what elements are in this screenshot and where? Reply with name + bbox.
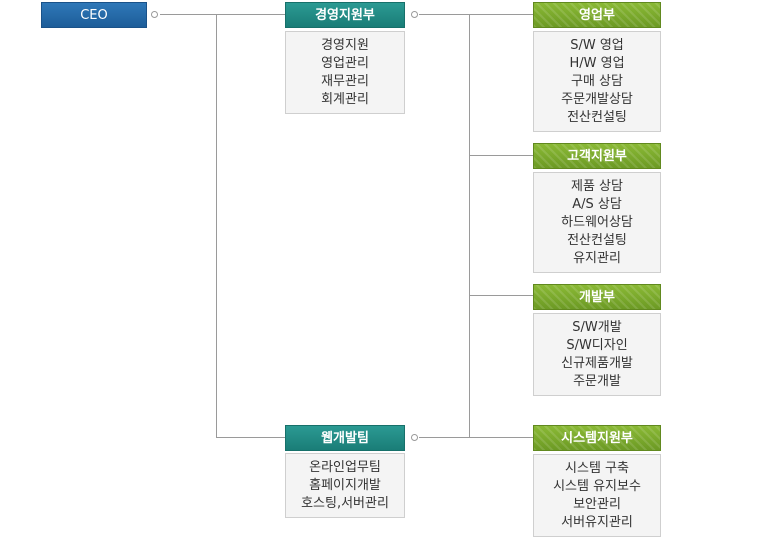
duty-item: 유지관리 [573, 251, 621, 266]
duty-item: 하드웨어상담 [561, 215, 633, 230]
duty-item: 구매 상담 [571, 74, 623, 89]
duty-item: 전산컨설팅 [567, 110, 627, 125]
system-dept-header[interactable]: 시스템지원부 [533, 425, 661, 451]
duty-item: S/W 영업 [570, 38, 624, 53]
ceo-node[interactable]: CEO [41, 2, 147, 28]
management-dept-title: 경영지원부 [315, 8, 375, 23]
sales-dept-header[interactable]: 영업부 [533, 2, 661, 28]
duty-item: 보안관리 [573, 497, 621, 512]
duty-item: 영업관리 [321, 56, 369, 71]
system-dept-title: 시스템지원부 [561, 431, 633, 446]
duty-item: 전산컨설팅 [567, 233, 627, 248]
dev-dept-header[interactable]: 개발부 [533, 284, 661, 310]
duty-item: S/W개발 [572, 320, 622, 335]
ceo-connector [151, 11, 158, 18]
support-dept-title: 고객지원부 [567, 149, 627, 164]
system-dept-duties: 시스템 구축 시스템 유지보수 보안관리 서버유지관리 [533, 454, 661, 537]
support-dept-header[interactable]: 고객지원부 [533, 143, 661, 169]
duty-item: 주문개발상담 [561, 92, 633, 107]
duty-item: 주문개발 [573, 374, 621, 389]
duty-item: 재무관리 [321, 74, 369, 89]
duty-item: 홈페이지개발 [309, 478, 381, 493]
dev-dept-duties: S/W개발 S/W디자인 신규제품개발 주문개발 [533, 313, 661, 396]
duty-item: 시스템 유지보수 [553, 479, 641, 494]
duty-item: 호스팅,서버관리 [301, 496, 389, 511]
duty-item: 제품 상담 [571, 179, 623, 194]
duty-item: A/S 상담 [572, 197, 622, 212]
management-connector [411, 11, 418, 18]
duty-item: 신규제품개발 [561, 356, 633, 371]
web-team-connector [411, 434, 418, 441]
duty-item: 경영지원 [321, 38, 369, 53]
web-team-title: 웹개발팀 [321, 431, 369, 446]
web-team-duties: 온라인업무팀 홈페이지개발 호스팅,서버관리 [285, 453, 405, 518]
duty-item: 회계관리 [321, 92, 369, 107]
support-dept-duties: 제품 상담 A/S 상담 하드웨어상담 전산컨설팅 유지관리 [533, 172, 661, 273]
ceo-label: CEO [80, 8, 108, 23]
sales-dept-duties: S/W 영업 H/W 영업 구매 상담 주문개발상담 전산컨설팅 [533, 31, 661, 132]
management-dept-duties: 경영지원 영업관리 재무관리 회계관리 [285, 31, 405, 114]
duty-item: 시스템 구축 [565, 461, 629, 476]
web-team-header[interactable]: 웹개발팀 [285, 425, 405, 451]
management-dept-header[interactable]: 경영지원부 [285, 2, 405, 28]
duty-item: H/W 영업 [569, 56, 625, 71]
duty-item: S/W디자인 [566, 338, 628, 353]
dev-dept-title: 개발부 [579, 290, 615, 305]
duty-item: 서버유지관리 [561, 515, 633, 530]
sales-dept-title: 영업부 [579, 8, 615, 23]
duty-item: 온라인업무팀 [309, 460, 381, 475]
